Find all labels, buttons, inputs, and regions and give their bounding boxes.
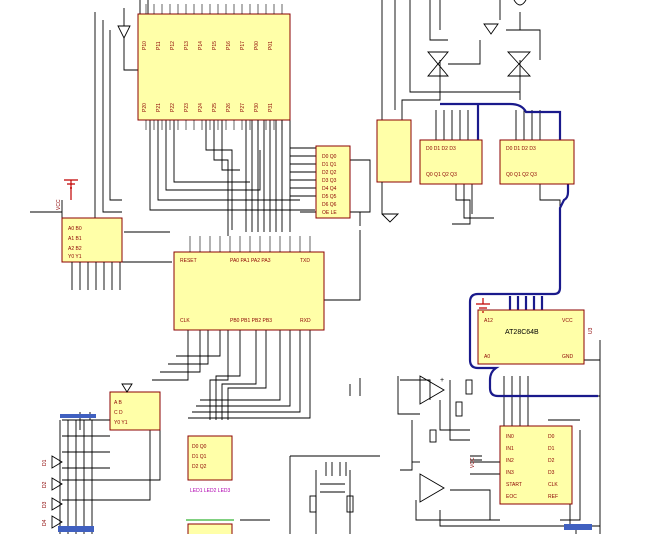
gate-symbols [427,0,532,77]
svg-text:PA0 PA1 PA2 PA3: PA0 PA1 PA2 PA3 [230,258,271,264]
svg-text:P14: P14 [198,41,204,50]
svg-text:P27: P27 [240,103,246,112]
svg-text:P13: P13 [184,41,190,50]
opamp-lower [419,473,445,503]
svg-text:EOC: EOC [506,494,517,500]
svg-text:Q0 Q1 Q2 Q3: Q0 Q1 Q2 Q3 [426,172,457,178]
svg-text:+: + [440,377,444,384]
svg-text:CLK: CLK [548,482,558,488]
svg-text:D1 Q1: D1 Q1 [322,162,337,168]
svg-text:IN2: IN2 [506,458,514,464]
svg-text:P11: P11 [156,41,162,50]
chip-bottom-clipped [186,519,234,534]
svg-text:VCC: VCC [562,318,573,324]
svg-text:P16: P16 [226,41,232,50]
svg-text:D3 Q3: D3 Q3 [322,178,337,184]
svg-text:P22: P22 [170,103,176,112]
svg-text:P23: P23 [184,103,190,112]
svg-text:P20: P20 [142,103,148,112]
latch-chip-right-1: D0 D1 D2 D3 Q0 Q1 Q2 Q3 [419,139,483,185]
svg-text:D0 Q0: D0 Q0 [322,154,337,160]
svg-text:D2 Q2: D2 Q2 [192,464,207,470]
svg-text:D2: D2 [42,481,48,488]
pin-headers [58,414,592,532]
svg-text:IN0: IN0 [506,434,514,440]
svg-text:Y0 Y1: Y0 Y1 [68,254,82,260]
svg-text:OE LE: OE LE [322,210,337,216]
svg-text:A B: A B [114,400,122,406]
svg-text:P12: P12 [170,41,176,50]
power-labels: VCC VCC U3 [56,199,594,468]
svg-text:PB0 PB1 PB2 PB3: PB0 PB1 PB2 PB3 [230,318,272,324]
decoder-chip-left: A0 B0 A1 B1 A2 B2 Y0 Y1 [61,179,123,290]
svg-text:A0 B0: A0 B0 [68,226,82,232]
svg-text:P26: P26 [226,103,232,112]
svg-text:D0: D0 [548,434,555,440]
eeprom-label: AT28C64B [505,329,539,336]
svg-text:P30: P30 [254,103,260,112]
svg-text:START: START [506,482,522,488]
svg-text:D3: D3 [42,501,48,508]
svg-text:D0 D1 D2 D3: D0 D1 D2 D3 [426,146,456,152]
svg-text:P15: P15 [212,41,218,50]
capacitors [325,455,482,476]
svg-text:RXD: RXD [300,318,311,324]
chip-bottom-middle: D0 Q0 D1 Q1 D2 Q2 LED1 LED2 LED3 [187,435,233,494]
latch-chip-top: D0 Q0 D1 Q1 D2 Q2 D3 Q3 D4 Q4 D5 Q5 D6 Q6 OE… [315,145,351,219]
svg-text:D1: D1 [42,459,48,466]
svg-text:Q0 Q1 Q2 Q3: Q0 Q1 Q2 Q3 [506,172,537,178]
interface-chip-middle: RESET CLK TXD RXD PA0 PA1 PA2 PA3 PB0 PB1 … [173,236,325,331]
svg-text:P24: P24 [198,103,204,112]
svg-text:A2 B2: A2 B2 [68,246,82,252]
svg-text:IN1: IN1 [506,446,514,452]
svg-text:D1: D1 [548,446,555,452]
svg-text:D4 Q4: D4 Q4 [322,186,337,192]
svg-text:GND: GND [562,354,574,360]
vcc-label-left: VCC [56,199,62,210]
svg-text:IN3: IN3 [506,470,514,476]
vcc-label-right: VCC [470,457,476,468]
svg-text:A12: A12 [484,318,493,324]
svg-text:D0 Q0: D0 Q0 [192,444,207,450]
svg-text:P01: P01 [268,41,274,50]
svg-text:P10: P10 [142,41,148,50]
svg-text:LED1 LED2 LED3: LED1 LED2 LED3 [190,488,231,494]
wire-network [30,0,601,534]
svg-text:P25: P25 [212,103,218,112]
led-array: D1 D2 D3 D4 [42,455,63,529]
svg-text:TXD: TXD [300,258,310,264]
chip-bottom-left: A B C D Y0 Y1 [109,383,161,431]
opamp-upper: + [419,375,445,405]
svg-text:A0: A0 [484,354,490,360]
data-bus [440,102,598,398]
svg-text:P31: P31 [268,103,274,112]
svg-text:D5 Q5: D5 Q5 [322,194,337,200]
svg-text:D2 Q2: D2 Q2 [322,170,337,176]
svg-text:D1 Q1: D1 Q1 [192,454,207,460]
svg-text:D2: D2 [548,458,555,464]
svg-text:D3: D3 [548,470,555,476]
svg-text:D6 Q6: D6 Q6 [322,202,337,208]
svg-text:REF: REF [548,494,558,500]
svg-text:C D: C D [114,410,123,416]
svg-text:A1 B1: A1 B1 [68,236,82,242]
chip-ref-label: U3 [588,327,594,334]
microcontroller-chip: P10 P11 P12 P13 P14 P15 P16 P17 P00 P01 … [137,4,291,130]
svg-text:P21: P21 [156,103,162,112]
vertical-driver-chip [376,119,412,223]
resistors [309,379,473,513]
svg-text:P17: P17 [240,41,246,50]
svg-text:RESET: RESET [180,258,197,264]
svg-text:Y0 Y1: Y0 Y1 [114,420,128,426]
latch-chip-right-2: D0 D1 D2 D3 Q0 Q1 Q2 Q3 [499,139,575,185]
svg-text:D4: D4 [42,519,48,526]
svg-text:D0 D1 D2 D3: D0 D1 D2 D3 [506,146,536,152]
svg-text:CLK: CLK [180,318,190,324]
svg-text:P00: P00 [254,41,260,50]
